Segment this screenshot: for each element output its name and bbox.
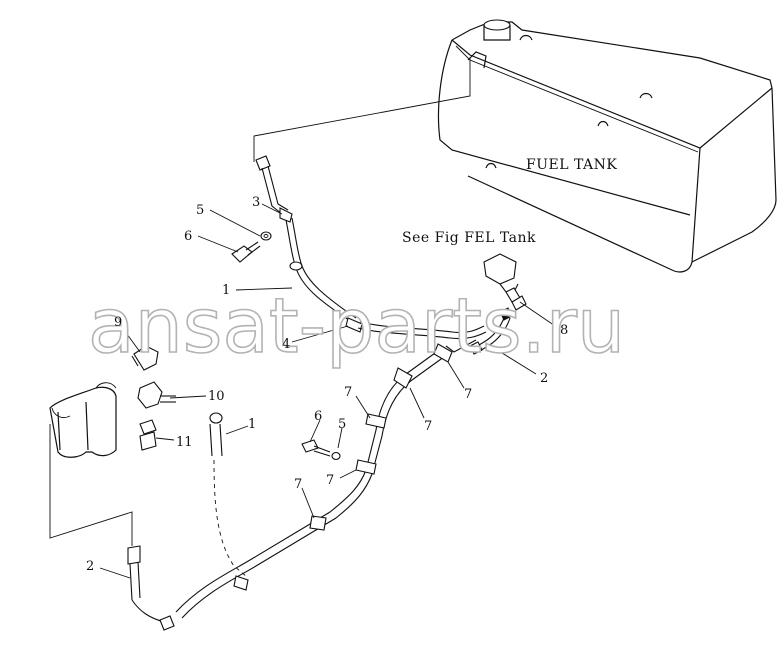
tank-label: FUEL TANK [526,157,617,173]
callout-1-lower: 1 [248,417,256,432]
callout-5-lower: 5 [338,417,346,432]
callout-7c: 7 [424,419,432,434]
callout-9: 9 [114,315,122,330]
tank-outlet-leader [253,58,471,162]
callout-10: 10 [208,389,225,404]
callout-6-lower: 6 [314,409,322,424]
callout-3: 3 [252,195,260,210]
callout-1: 1 [222,283,230,298]
upper-hose-assembly [255,155,487,340]
callout-11: 11 [176,435,193,450]
bolt-and-washer-upper [231,231,272,263]
callout-7b: 7 [464,387,472,402]
adapter-fitting [139,419,157,451]
callout-7d: 7 [326,473,334,488]
connector-fitting [137,381,176,409]
watermark-text: ansat-parts.ru [88,281,625,370]
main-fuel-line [175,339,477,619]
lower-left-hose [49,424,175,631]
callout-7a: 7 [344,385,352,400]
bolt-and-washer-lower [301,439,341,461]
reference-note: See Fig FEL Tank [402,230,536,246]
lower-hose [209,412,247,577]
callout-8: 8 [560,323,568,338]
callout-5: 5 [196,203,204,218]
callout-2: 2 [540,371,548,386]
callout-6: 6 [184,229,192,244]
tank-side-fittings [469,253,527,355]
fuel-filter [49,382,117,458]
callout-7e: 7 [294,477,302,492]
leader-lines [99,203,559,579]
callout-4: 4 [282,337,290,352]
callout-2-lower: 2 [86,559,94,574]
